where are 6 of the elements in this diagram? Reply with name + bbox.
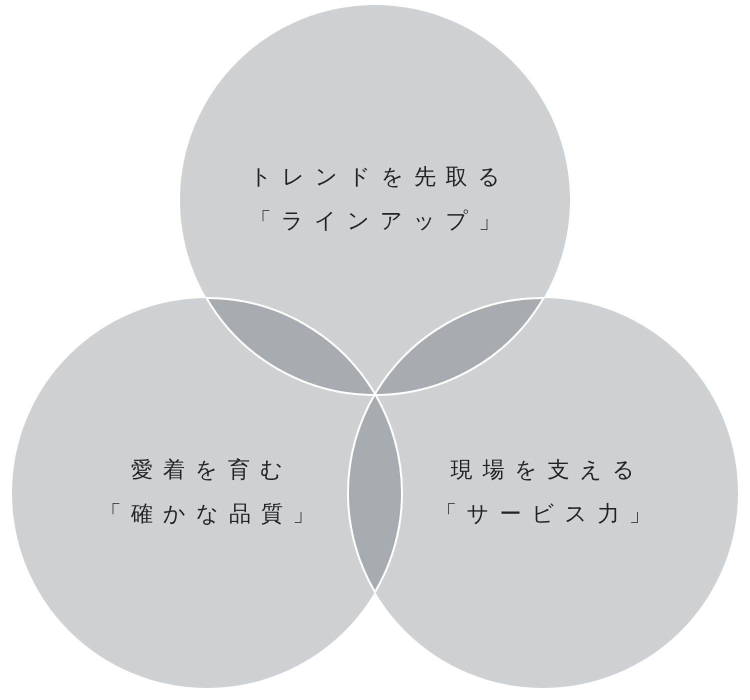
circle-text: 現場を支える [450,457,646,485]
circle-text: トレンドを先取る [248,164,511,192]
circle-text: 「サービス力」 [434,501,662,529]
circle-text: 愛着を育む [130,457,293,485]
circle-text: 「確かな品質」 [98,501,325,529]
circle-text: 「ラインアップ」 [248,208,511,236]
